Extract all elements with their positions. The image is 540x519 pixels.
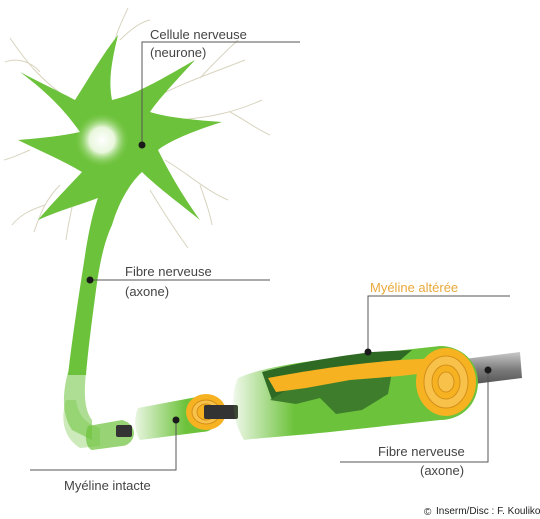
nucleus <box>74 112 130 168</box>
label-cell-line2: (neurone) <box>150 45 206 60</box>
label-myelin-intact: Myéline intacte <box>64 478 151 493</box>
copyright-symbol: © <box>424 507 432 518</box>
credit-text: Inserm/Disc : F. Koulikof <box>436 506 540 517</box>
label-fiber-bottom-line2: (axone) <box>420 463 464 478</box>
neuron-cell-body <box>18 35 222 375</box>
label-fiber-top-line2: (axone) <box>125 284 169 299</box>
label-myelin-damaged: Myéline altérée <box>370 280 458 295</box>
label-fiber-bottom-line1: Fibre nerveuse <box>378 444 465 459</box>
damaged-myelin-segment <box>233 346 522 440</box>
intact-myelin-segment <box>135 394 238 440</box>
label-cell-line1: Cellule nerveuse <box>150 27 247 42</box>
small-myelin-segment <box>86 420 134 450</box>
label-fiber-top-line1: Fibre nerveuse <box>125 264 212 279</box>
